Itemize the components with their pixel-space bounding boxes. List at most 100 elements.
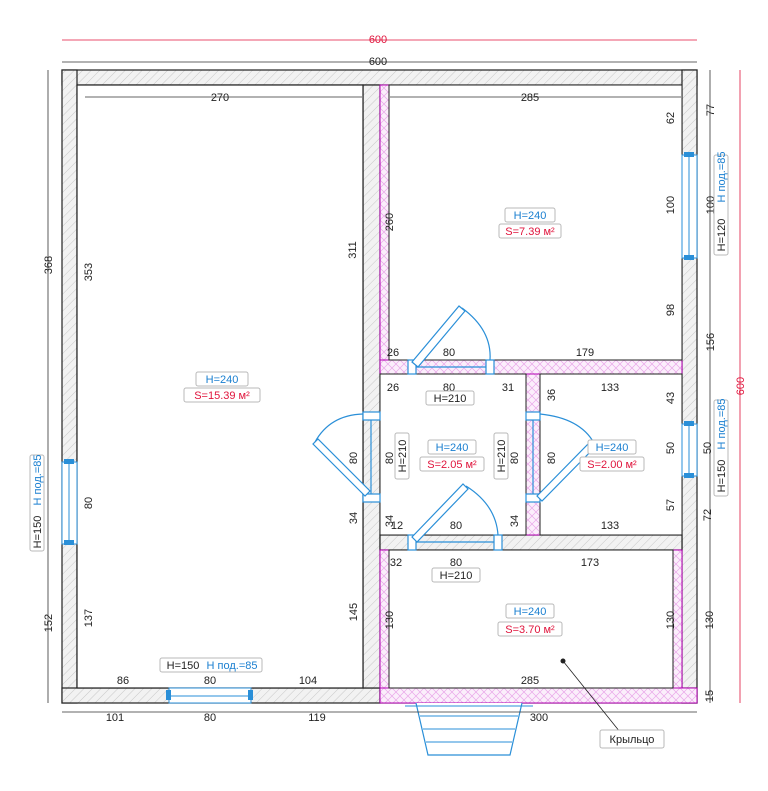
dim-137: 137 [83, 609, 95, 627]
dim-bottom-300: 300 [530, 712, 548, 724]
window-right-mid [681, 421, 698, 478]
dim-98: 98 [665, 304, 677, 316]
room3-height: H=240 [436, 442, 469, 454]
dim-bottom-101: 101 [106, 712, 124, 724]
dim-26a: 26 [387, 347, 399, 359]
dim-80g: 80 [450, 520, 462, 532]
dim-12: 12 [391, 520, 403, 532]
room5-area: S=3.70 м² [505, 624, 555, 636]
porch-label: Крыльцо [610, 734, 655, 746]
room1-height: H=240 [206, 374, 239, 386]
door-top-label: H=210 [425, 390, 475, 406]
door-bottom [407, 483, 503, 551]
dimension-lines [47, 39, 741, 713]
door-top-height: H=210 [434, 393, 467, 405]
dim-130c: 130 [704, 611, 716, 629]
dim-133b: 133 [601, 520, 619, 532]
porch-steps [405, 702, 533, 756]
dim-left-353: 353 [83, 263, 95, 281]
dim-285b: 285 [521, 675, 539, 687]
window-bottom-height: H=150 [167, 660, 200, 672]
dim-311: 311 [347, 241, 359, 259]
dim-260: 260 [384, 213, 396, 231]
dim-104: 104 [299, 675, 317, 687]
dim-80i: 80 [204, 675, 216, 687]
window-right-top-label: H под.=85 H=120 [713, 152, 729, 256]
dim-right-total: 600 [735, 377, 747, 395]
window-right-mid-label: H под.=85 H=150 [713, 399, 729, 497]
door-left-height: H=210 [397, 440, 409, 473]
window-left-sill: H под.=85 [32, 455, 44, 506]
door-mid-height: H=210 [496, 440, 508, 473]
dim-43: 43 [665, 392, 677, 404]
dim-32: 32 [390, 557, 402, 569]
window-left-height: H=150 [32, 516, 44, 549]
dim-152: 152 [43, 614, 55, 632]
dim-80a: 80 [443, 347, 455, 359]
window-bottom-sill: H под.=85 [207, 660, 258, 672]
room5-height: H=240 [514, 606, 547, 618]
dim-80c: 80 [348, 452, 360, 464]
dim-173: 173 [581, 557, 599, 569]
interior-walls [362, 84, 683, 689]
dim-80e: 80 [509, 452, 521, 464]
window-left [61, 459, 78, 545]
door-left [312, 411, 381, 503]
dim-26b: 26 [387, 382, 399, 394]
dim-130a: 130 [384, 611, 396, 629]
dim-34c: 34 [509, 515, 521, 527]
room1-area: S=15.39 м² [194, 390, 250, 402]
room2-height: H=240 [514, 210, 547, 222]
door-bottom-height: H=210 [440, 570, 473, 582]
room4-area: S=2.00 м² [587, 459, 637, 471]
window-right-top-height: H=120 [716, 219, 728, 252]
window-bottom-label: H=150 H под.=85 [159, 657, 263, 673]
dim-179: 179 [576, 347, 594, 359]
dim-50a: 50 [665, 442, 677, 454]
dim-bottom-80: 80 [204, 712, 216, 724]
door-bottom-label: H=210 [431, 567, 481, 583]
dim-80f: 80 [546, 452, 558, 464]
room1-label: H=240 S=15.39 м² [183, 371, 261, 403]
window-right-top-sill: H под.=85 [716, 152, 728, 203]
door-top [407, 305, 495, 375]
dim-80d: 80 [384, 452, 396, 464]
room4-height: H=240 [596, 442, 629, 454]
dim-34a: 34 [348, 512, 360, 524]
dim-top-total: 600 [369, 34, 387, 46]
dim-62: 62 [665, 112, 677, 124]
dim-133a: 133 [601, 382, 619, 394]
dim-15: 15 [704, 690, 716, 702]
dim-34b: 34 [384, 515, 396, 527]
dim-130b: 130 [665, 611, 677, 629]
dim-72: 72 [702, 509, 714, 521]
dim-left-inner-80: 80 [83, 497, 95, 509]
window-right-mid-height: H=150 [716, 460, 728, 493]
dim-86: 86 [117, 675, 129, 687]
room2-area: S=7.39 м² [505, 226, 555, 238]
dim-77: 77 [705, 104, 717, 116]
window-right-top [681, 152, 698, 260]
room3-label: H=240 S=2.05 м² [419, 439, 485, 472]
door-mid [525, 411, 597, 503]
porch-callout: Крыльцо [560, 658, 665, 749]
dim-50b: 50 [702, 442, 714, 454]
window-left-label: H под.=85 H=150 [29, 454, 45, 552]
dim-room2-width: 285 [521, 92, 539, 104]
dim-57: 57 [665, 499, 677, 511]
door-mid-label: H=210 [493, 432, 509, 480]
dim-36: 36 [546, 389, 558, 401]
room3-area: S=2.05 м² [427, 459, 477, 471]
dim-145: 145 [348, 603, 360, 621]
room2-label: H=240 S=7.39 м² [498, 207, 562, 239]
room5-label: H=240 S=3.70 м² [497, 603, 563, 637]
dim-bottom-119: 119 [308, 712, 326, 724]
dim-top-outer: 600 [369, 56, 387, 68]
door-left-label: H=210 [394, 432, 410, 480]
window-bottom [166, 687, 253, 704]
dim-100a: 100 [665, 196, 677, 214]
dim-80h: 80 [450, 557, 462, 569]
dim-room1-width: 270 [211, 92, 229, 104]
window-right-mid-sill: H под.=85 [716, 399, 728, 450]
